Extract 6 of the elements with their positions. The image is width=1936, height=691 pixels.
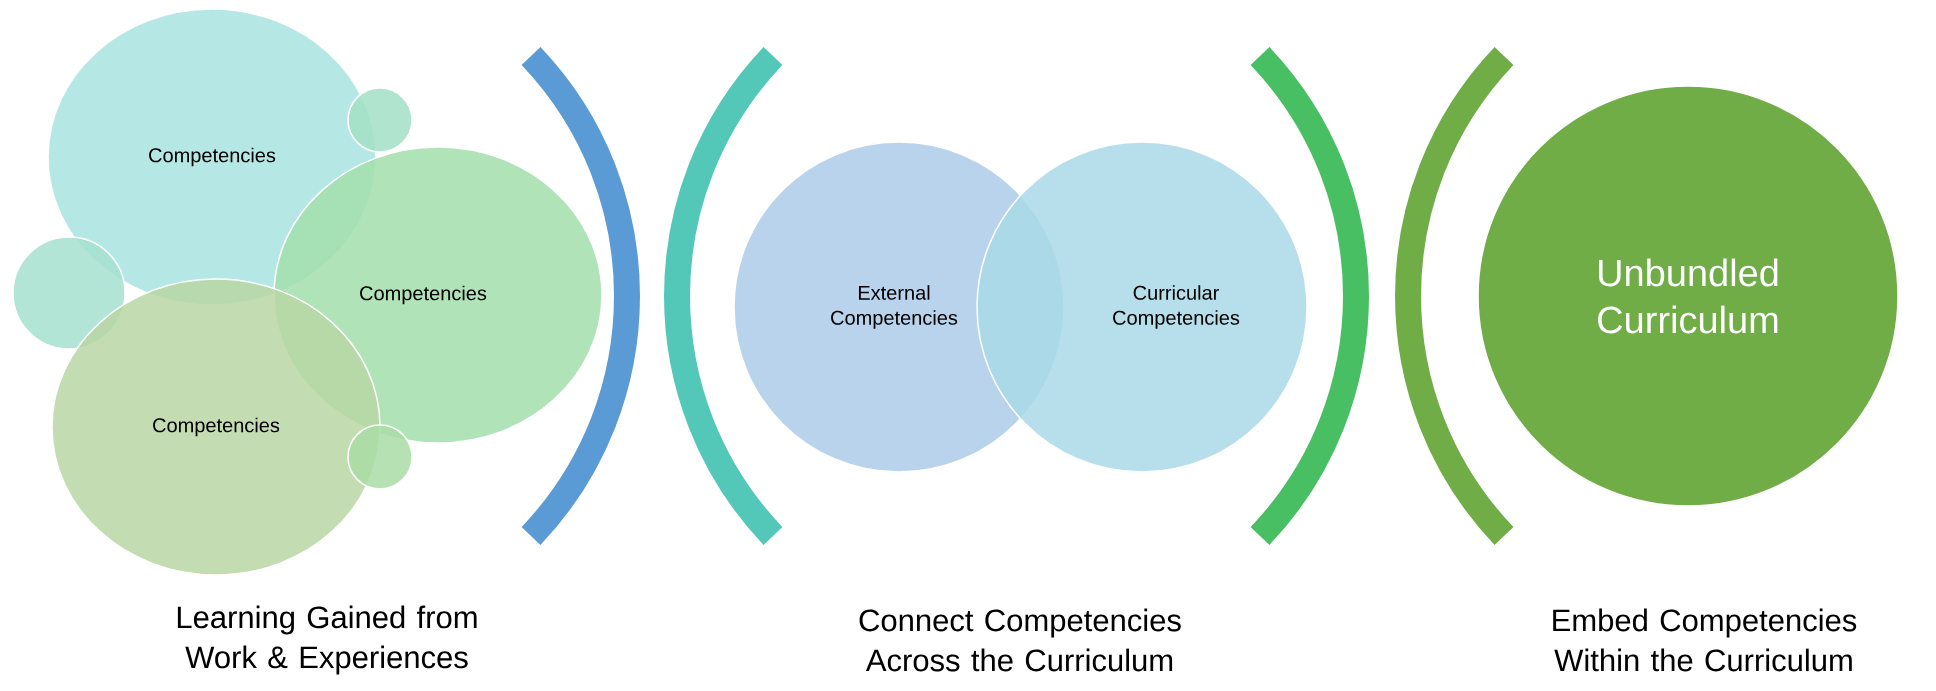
caption-text: Embed Competencies Within the Curriculum <box>1553 608 1857 672</box>
caption-text: Connect Competencies Across the Curriculum <box>859 608 1181 672</box>
caption-text: Learning Gained from Work & Experiences <box>177 605 477 675</box>
circle <box>12 236 126 350</box>
circle <box>347 87 413 153</box>
circle <box>347 424 413 490</box>
